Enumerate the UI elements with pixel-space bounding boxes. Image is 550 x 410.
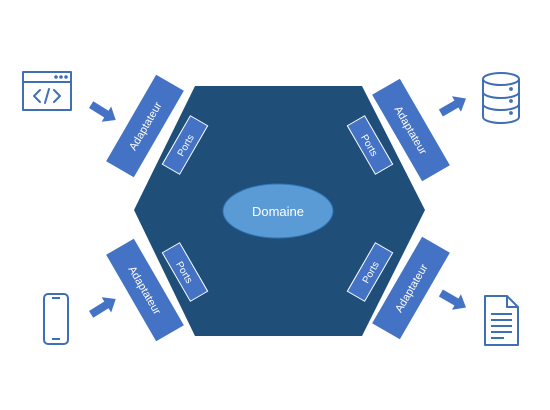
ports-top-right: Ports bbox=[346, 115, 394, 175]
code-window-icon bbox=[22, 71, 72, 111]
document-icon bbox=[484, 295, 519, 346]
ports-top-left: Ports bbox=[161, 115, 209, 175]
ports-bottom-left: Ports bbox=[161, 242, 209, 302]
arrow-top-left bbox=[89, 101, 116, 122]
domain-ellipse bbox=[222, 183, 334, 239]
arrow-bottom-right bbox=[438, 289, 466, 310]
database-icon bbox=[482, 72, 520, 124]
smartphone-icon bbox=[43, 293, 69, 345]
arrow-top-right bbox=[438, 96, 466, 117]
ports-bottom-right: Ports bbox=[346, 242, 394, 302]
arrow-bottom-left bbox=[89, 297, 116, 318]
domain-label: Domaine bbox=[252, 204, 304, 219]
